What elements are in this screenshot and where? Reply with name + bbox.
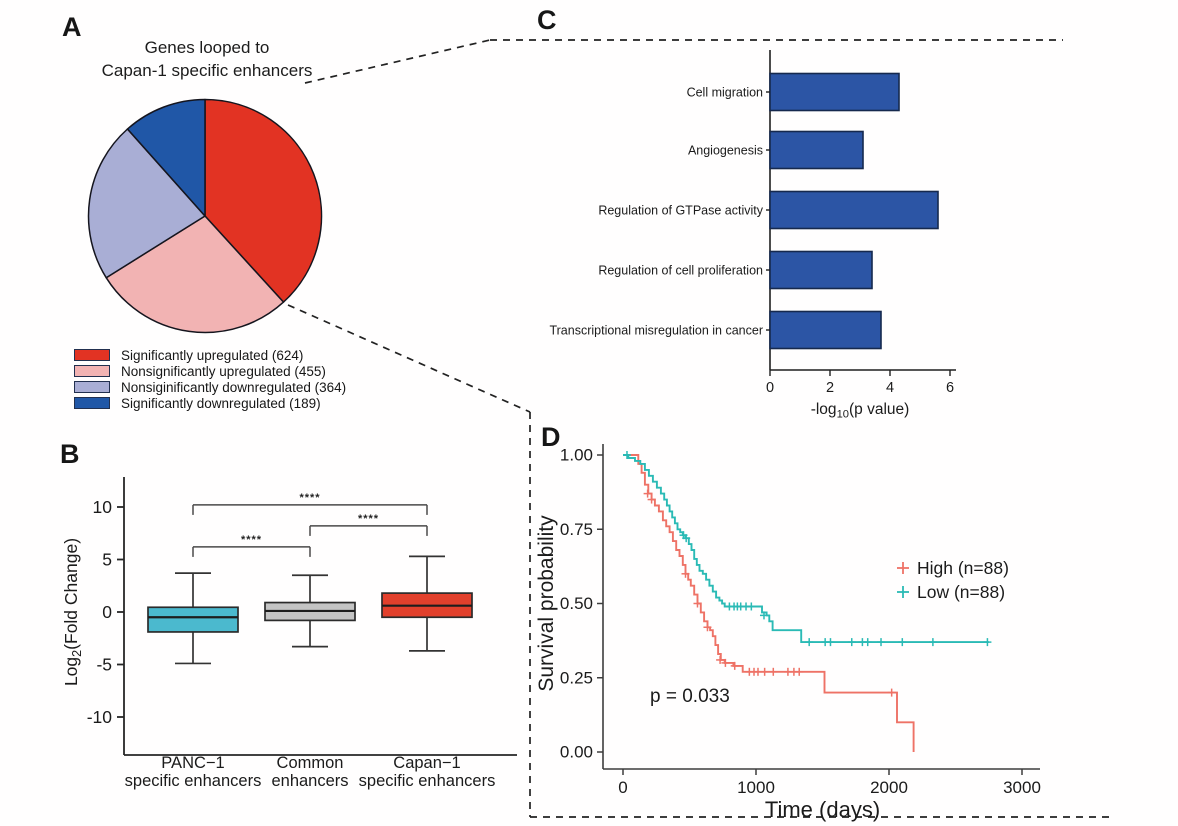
x-tick-label: 6 (946, 380, 954, 396)
legend-swatch-nonsig-down (74, 381, 110, 393)
panel-b-label: B (60, 439, 80, 469)
panel-d-label: D (541, 422, 561, 452)
y-tick-label: 5 (102, 550, 112, 570)
pie-chart (87, 98, 323, 334)
legend-swatch-sig-down (74, 397, 110, 409)
x-category-label: specific enhancers (359, 772, 496, 790)
y-tick-label: 0.50 (560, 594, 593, 613)
y-tick-label: 0.00 (560, 743, 593, 762)
x-tick-label: 0 (766, 380, 774, 396)
legend-label: Significantly downregulated (189) (121, 395, 321, 411)
x-category-label: PANC−1 (161, 754, 224, 772)
legend-row: Nonsiginificantly downregulated (364) (74, 379, 346, 395)
bar-category-label: Angiogenesis (688, 144, 763, 158)
x-category-label: Common (277, 754, 344, 772)
pie-slice-0 (204, 98, 323, 303)
pie-legend: Significantly upregulated (624) Nonsigni… (74, 347, 346, 411)
bar-category-label: Transcriptional misregulation in cancer (549, 324, 763, 338)
sig-stars: **** (241, 534, 262, 546)
y-tick-label: -5 (96, 655, 112, 675)
legend-row: Significantly downregulated (189) (74, 395, 346, 411)
legend-row: Nonsignificantly upregulated (455) (74, 363, 346, 379)
dashed-connector-line (287, 304, 531, 413)
bar-2 (769, 190, 939, 230)
bar-category-label: Cell migration (687, 86, 763, 100)
bar-3 (769, 250, 873, 290)
y-tick-label: 1.00 (560, 446, 593, 465)
pie-title: Genes looped to Capan-1 specific enhance… (52, 36, 362, 82)
legend-swatch-sig-up (74, 349, 110, 361)
pie-slice-1 (105, 215, 285, 334)
pie-title-line2: Capan-1 specific enhancers (101, 61, 313, 80)
y-tick-label: 0.25 (560, 668, 593, 687)
y-tick-label: 0 (102, 602, 112, 622)
x-tick-label: 3000 (1003, 778, 1041, 797)
x-tick-label: 2000 (870, 778, 908, 797)
dashed-connector-line (304, 39, 491, 84)
bar-category-label: Regulation of cell proliferation (598, 264, 763, 278)
y-tick-label: -10 (87, 707, 113, 727)
bar-4 (769, 310, 882, 350)
x-tick-label: 1000 (737, 778, 775, 797)
y-tick-label: 0.75 (560, 520, 593, 539)
legend-label: Significantly upregulated (624) (121, 347, 304, 363)
x-tick-label: 4 (886, 380, 894, 396)
pie-title-line1: Genes looped to (144, 38, 270, 57)
x-axis-title: Time (days) (765, 797, 880, 822)
x-tick-label: 0 (618, 778, 627, 797)
legend-row: Significantly upregulated (624) (74, 347, 346, 363)
bar-1 (769, 130, 864, 170)
pie-slice-2 (87, 128, 206, 279)
x-axis-title: -log10(p value) (811, 401, 910, 420)
box-0 (147, 606, 239, 633)
km-legend-label: High (n=88) (917, 558, 1009, 578)
panel-a-label: A (62, 12, 82, 42)
bar-category-label: Regulation of GTPase activity (598, 204, 763, 218)
p-value-text: p = 0.033 (650, 686, 730, 707)
y-tick-label: 10 (93, 497, 113, 517)
x-category-label: specific enhancers (125, 772, 262, 790)
km-legend-label: Low (n=88) (917, 582, 1005, 602)
sig-stars: **** (299, 492, 320, 504)
legend-label: Nonsiginificantly downregulated (364) (121, 379, 347, 395)
bar-0 (769, 72, 900, 112)
y-axis-title: Survival probability (535, 515, 558, 692)
km-curve-low (623, 454, 989, 644)
legend-swatch-nonsig-up (74, 365, 110, 377)
panel-c-label: C (537, 5, 557, 35)
pie-slice-3 (126, 98, 206, 217)
sig-stars: **** (358, 513, 379, 525)
y-axis-title: Log2(Fold Change) (61, 538, 84, 686)
x-category-label: enhancers (271, 772, 348, 790)
x-category-label: Capan−1 (393, 754, 460, 772)
x-tick-label: 2 (826, 380, 834, 396)
legend-label: Nonsignificantly upregulated (455) (121, 363, 326, 379)
